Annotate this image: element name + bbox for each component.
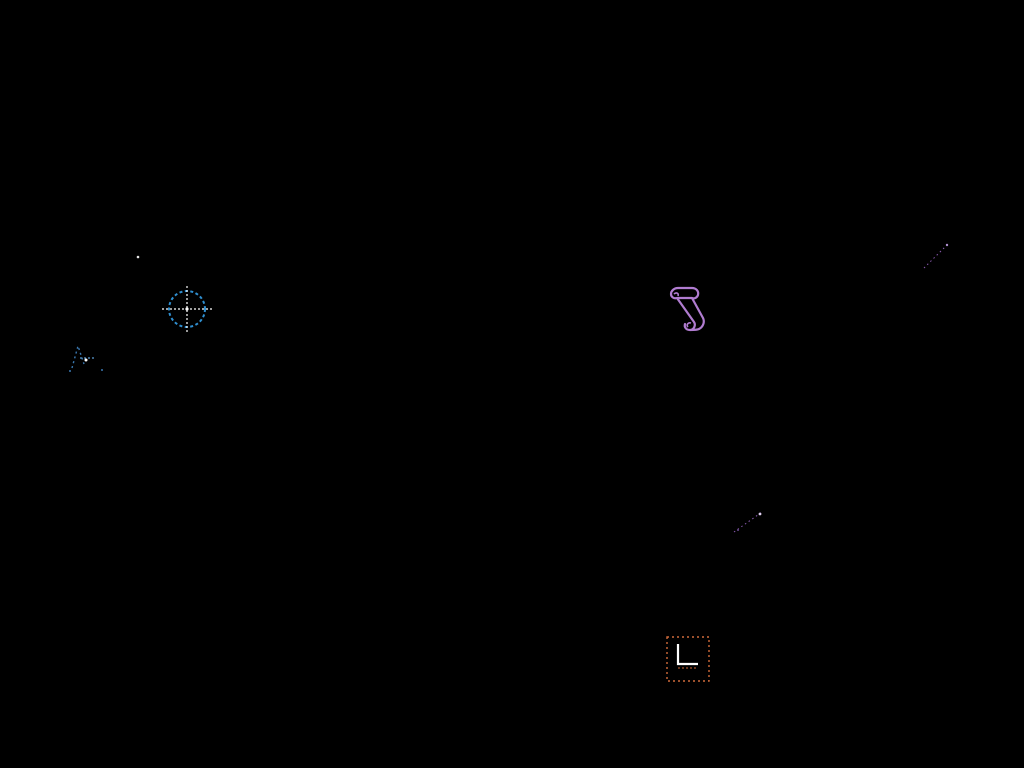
player-marker-icon[interactable] bbox=[62, 338, 110, 374]
rune-icon[interactable] bbox=[664, 634, 714, 684]
scroll-icon[interactable] bbox=[664, 282, 708, 336]
crosshair-icon[interactable] bbox=[160, 284, 214, 334]
star-speck bbox=[920, 240, 954, 274]
star-speck bbox=[135, 254, 141, 260]
star-speck bbox=[728, 506, 768, 538]
